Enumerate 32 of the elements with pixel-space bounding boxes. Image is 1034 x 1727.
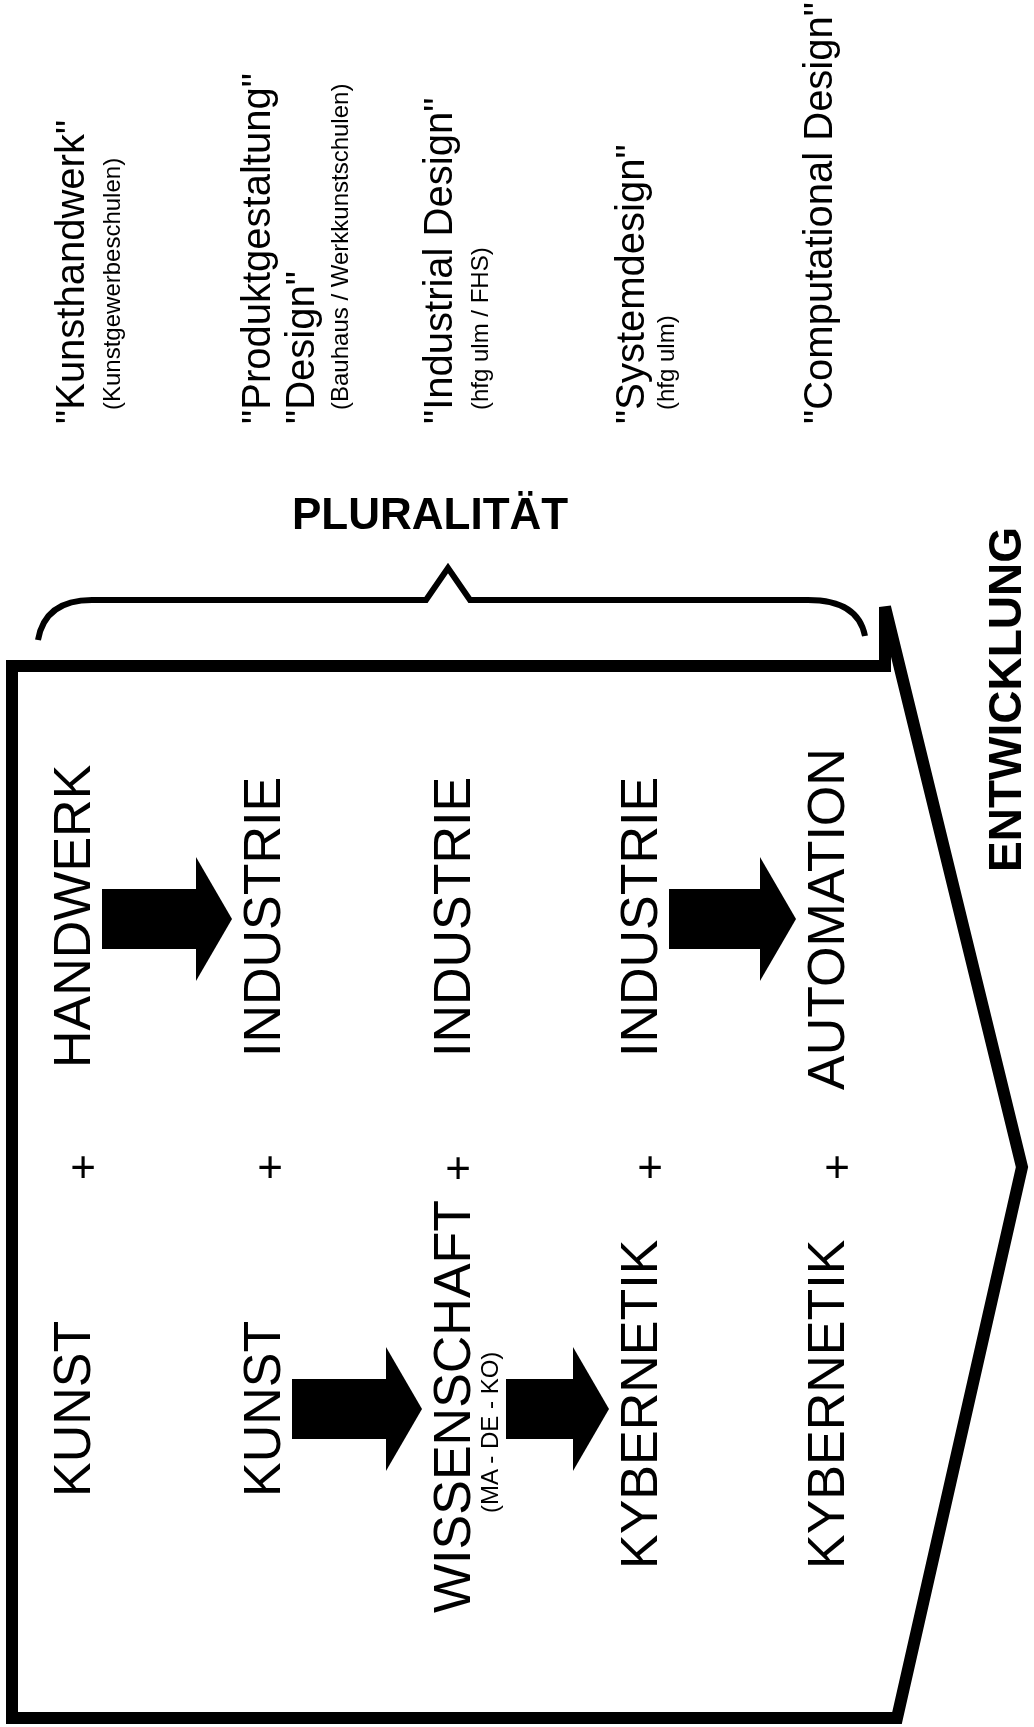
stage-word: KYBERNETIK [800,1239,852,1569]
block-arrow [669,857,796,981]
school-note: (Bauhaus / Werkkunstschulen) [328,83,352,410]
school-note: (Kunstgewerbeschulen) [100,157,124,410]
stage-word: KUNST [236,1320,288,1497]
design-term: "Systemdesign" [610,144,650,424]
stage-word: INDUSTRIE [426,776,478,1057]
stage-word: INDUSTRIE [236,776,288,1057]
stage-word: KUNST [46,1320,98,1497]
school-note: (hfg ulm / FHS) [468,247,492,410]
plus-sign: + [70,1145,96,1189]
subtitle-text: (MA - DE - KO) [478,1351,502,1515]
stage-word: AUTOMATION [800,748,852,1090]
block-arrow [102,857,232,981]
heading-label: PLURALITÄT [292,492,569,536]
plus-sign: + [257,1145,283,1189]
plus-sign: + [824,1145,850,1189]
stage-word: INDUSTRIE [613,776,665,1057]
block-arrow [506,1347,609,1471]
design-term: "Design" [280,271,320,424]
design-term: "Industrial Design" [418,97,458,424]
design-term: "Produktgestaltung" [236,73,276,424]
stage-word: KYBERNETIK [613,1239,665,1569]
school-note: (hfg ulm) [654,315,678,410]
stage-word: HANDWERK [46,764,98,1068]
direction-label: ENTWICKLUNG [982,527,1028,872]
design-term: "Kunsthandwerk" [50,119,90,424]
plus-sign: + [445,1146,471,1190]
plus-sign: + [637,1145,663,1189]
design-term: "Computational Design" [798,2,838,424]
stage-word: WISSENSCHAFT [426,1199,478,1613]
block-arrow [292,1347,422,1471]
